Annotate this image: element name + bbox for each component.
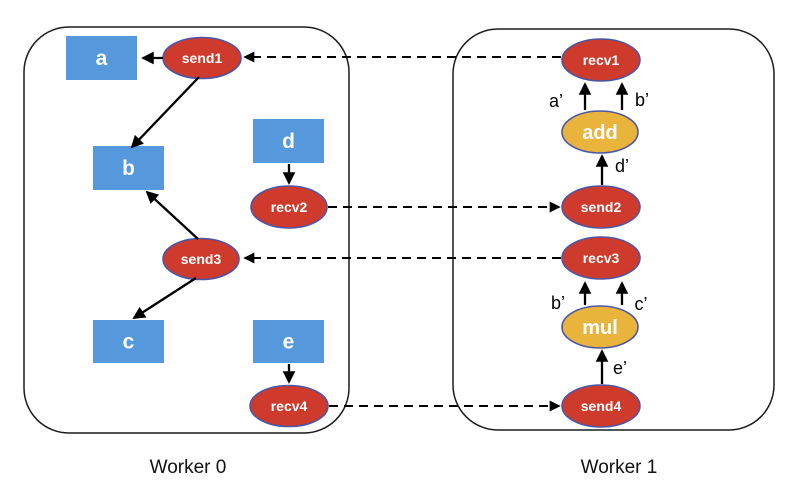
worker1-container [452, 28, 775, 431]
node-send4-label: send4 [581, 398, 622, 414]
worker0-container [23, 26, 350, 434]
node-recv3-label: recv3 [583, 250, 620, 266]
node-recv2-label: recv2 [271, 199, 308, 215]
node-add-shape [561, 110, 639, 154]
edge-label-add-recv1-6: a’ [549, 91, 563, 111]
edge-labels-layer: a’ b’ d’ b’ c’ e’ [549, 90, 649, 378]
arrow-send3-to-b [145, 190, 199, 240]
worker1-label: Worker 1 [581, 457, 658, 478]
arrow-send1-to-b [130, 76, 200, 149]
node-send3-shape [162, 237, 240, 281]
arrow-send3-to-c [132, 277, 197, 320]
edge-label-send4-mul-11: e’ [613, 358, 627, 378]
node-c-label: c [123, 331, 135, 354]
node-send3-label: send3 [181, 251, 222, 267]
node-recv1-shape [561, 38, 641, 82]
node-send2-label: send2 [581, 199, 622, 215]
node-recv1-label: recv1 [583, 52, 620, 68]
node-a-shape [66, 36, 137, 80]
edge-label-send2-add-8: d’ [615, 156, 629, 176]
node-recv2-shape [250, 185, 328, 229]
node-mul-label: mul [582, 317, 618, 339]
nodes-layer: a b c d e send1 recv2 send3 recv4 recv1 add send2 re… [66, 36, 641, 428]
node-b-shape [93, 146, 164, 190]
edge-label-add-recv1-7: b’ [635, 90, 649, 110]
node-d-shape [253, 119, 324, 163]
edges-layer [130, 51, 629, 412]
edge-label-mul-recv3-9: b’ [551, 293, 565, 313]
node-a-label: a [96, 47, 108, 70]
node-e-label: e [283, 331, 295, 354]
node-b-label: b [122, 157, 135, 180]
node-recv4-shape [249, 384, 329, 428]
node-e-shape [253, 320, 324, 363]
edge-label-mul-recv3-10: c’ [635, 294, 648, 314]
node-recv4-label: recv4 [271, 398, 308, 414]
node-c-shape [93, 320, 164, 363]
node-send2-shape [561, 185, 641, 229]
node-d-label: d [282, 130, 295, 153]
node-mul-shape [561, 305, 639, 349]
node-send4-shape [561, 384, 641, 428]
worker0-label: Worker 0 [150, 457, 227, 478]
node-add-label: add [582, 122, 618, 144]
node-recv3-shape [561, 236, 641, 280]
node-send1-label: send1 [182, 50, 223, 66]
